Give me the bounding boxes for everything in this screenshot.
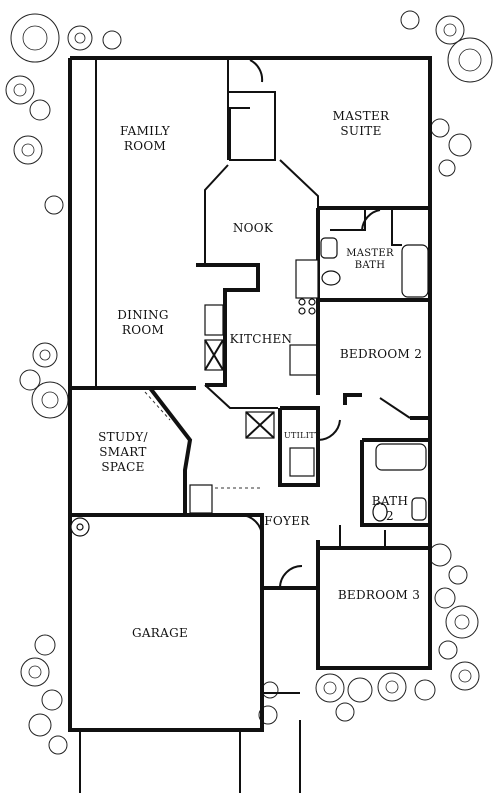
door-swing-icon [249, 59, 264, 83]
shrub-icon [335, 702, 355, 722]
shrub-icon [430, 118, 450, 138]
room-label-family-room: FAMILY ROOM [120, 124, 170, 153]
shrub-icon [31, 381, 69, 419]
shrub-icon [434, 587, 456, 609]
shrub-icon [67, 25, 93, 51]
room-label-foyer: FOYER [264, 514, 310, 528]
landscaping [5, 10, 493, 755]
sink-icon [204, 304, 224, 336]
shrub-icon [450, 661, 480, 691]
room-label-nook: NOOK [232, 221, 274, 235]
room-label-master-bath: MASTER BATH [346, 248, 394, 271]
shrub-icon [414, 679, 436, 701]
door-swing-icon [279, 565, 303, 589]
shrub-icon [447, 37, 493, 83]
shrub-icon [428, 543, 452, 567]
closet-icon [189, 484, 213, 514]
door-swing-icon [239, 514, 263, 538]
shrub-icon [102, 30, 122, 50]
bathtub-icon [401, 244, 429, 298]
shrub-icon [19, 369, 41, 391]
shrub-icon [10, 13, 60, 63]
room-label-garage: GARAGE [131, 626, 189, 640]
shrub-icon [13, 135, 43, 165]
exterior-walls [68, 56, 432, 732]
toilet-icon [321, 270, 341, 286]
shrub-icon [445, 605, 479, 639]
shrub-icon [400, 10, 420, 30]
shrub-icon [448, 565, 468, 585]
shrub-icon [448, 133, 472, 157]
range-icon [295, 259, 319, 299]
shrub-icon [5, 75, 35, 105]
room-label-kitchen: KITCHEN [229, 332, 293, 346]
sink-icon [411, 497, 427, 521]
shrub-icon [438, 159, 456, 177]
room-label-master-suite: MASTER SUITE [332, 109, 390, 138]
sink-icon [320, 237, 338, 259]
door-swing-icon [317, 419, 341, 442]
shrub-icon [41, 689, 63, 711]
shrub-icon [20, 657, 50, 687]
room-label-utility: UTILITY [284, 431, 321, 440]
refrigerator-icon [289, 344, 319, 376]
shrub-icon [29, 99, 51, 121]
washer-icon [289, 447, 315, 477]
shrub-icon [48, 735, 68, 755]
interior-walls [70, 58, 430, 589]
shrub-icon [438, 640, 458, 660]
room-label-bedroom-2: BEDROOM 2 [339, 347, 423, 361]
driveway [79, 692, 301, 793]
room-label-bedroom-3: BEDROOM 3 [337, 588, 421, 602]
shrub-icon [261, 681, 279, 699]
shrub-icon [32, 342, 58, 368]
shrub-icon [44, 195, 64, 215]
shrub-icon [347, 677, 373, 703]
shrub-icon [435, 15, 465, 45]
shrub-icon [315, 673, 345, 703]
door-swing-icon [361, 209, 381, 231]
shrub-icon [34, 634, 56, 656]
room-label-dining-room: DINING ROOM [117, 308, 169, 337]
bathtub-icon [375, 443, 427, 471]
room-label-study: STUDY/ SMART SPACE [98, 430, 148, 474]
shrub-icon [28, 713, 52, 737]
room-label-bath-2: BATH 2 [371, 494, 409, 523]
toilet-icon [372, 502, 388, 522]
shrub-icon [377, 672, 407, 702]
